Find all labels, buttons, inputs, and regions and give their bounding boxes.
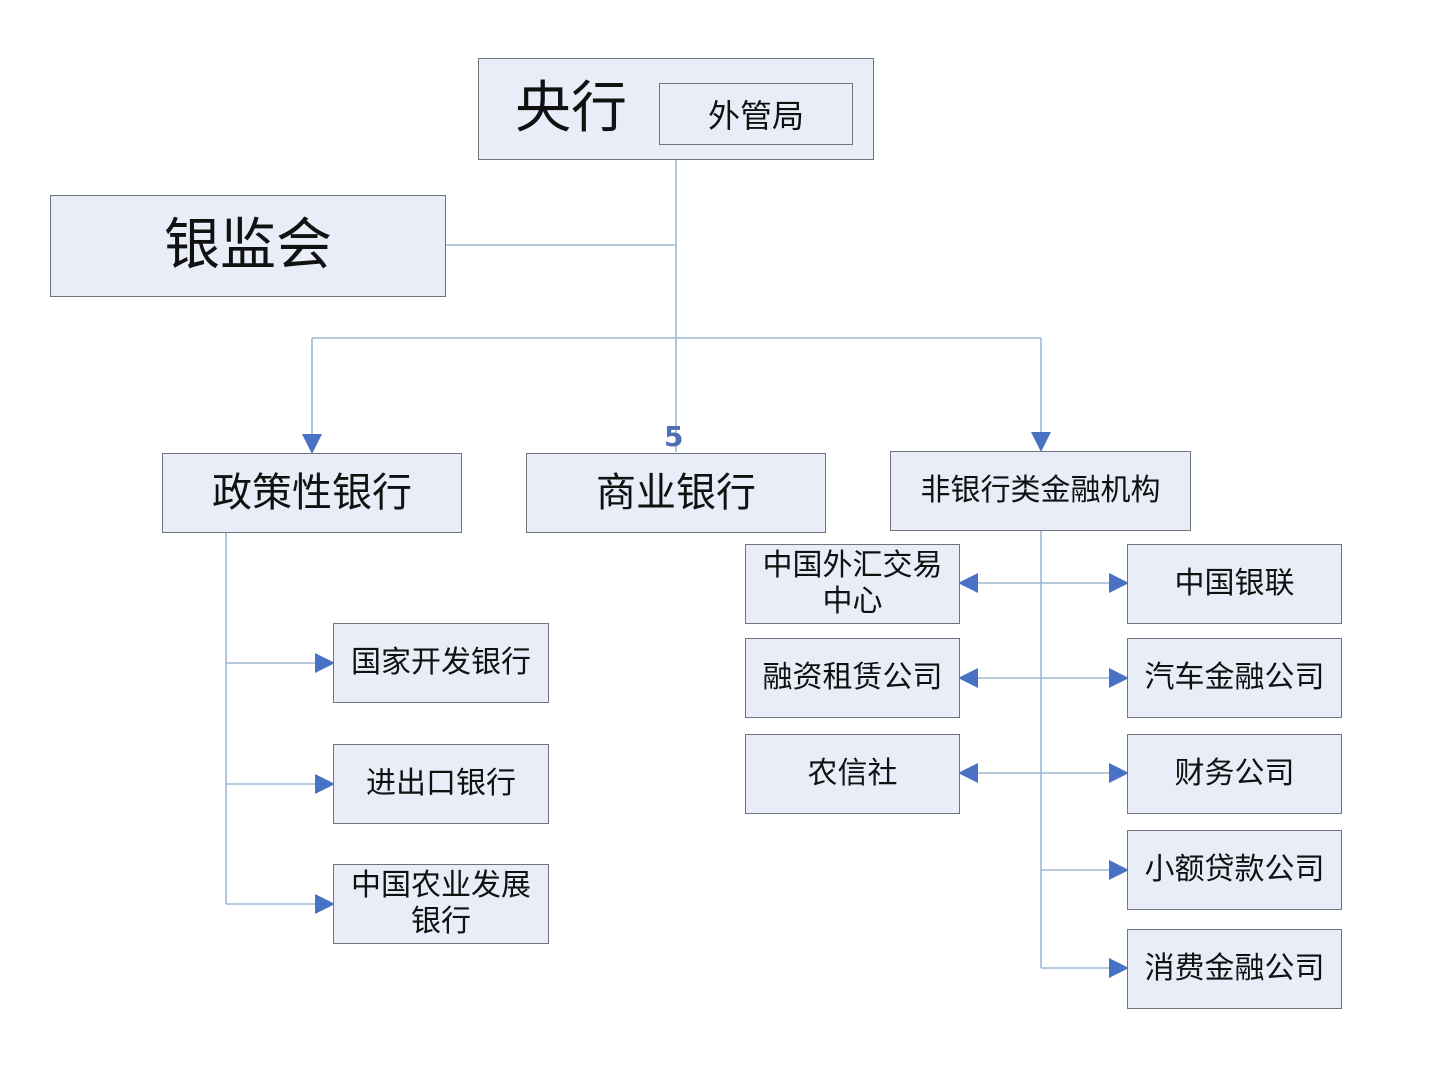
cfets-label-line1: 中国外汇交易 — [762, 548, 943, 583]
adbc-label-line2: 银行 — [411, 904, 471, 939]
rcc-label: 农信社 — [807, 756, 898, 791]
leasing-label: 融资租赁公司 — [762, 660, 943, 695]
consumer-finance-box: 消费金融公司 — [1127, 929, 1342, 1009]
cbrc-box: 银监会 — [50, 195, 446, 297]
rcc-box: 农信社 — [745, 734, 960, 814]
auto-finance-label: 汽车金融公司 — [1144, 660, 1325, 695]
exim-box: 进出口银行 — [333, 744, 549, 824]
microloan-label: 小额贷款公司 — [1144, 852, 1325, 887]
central-bank-label: 央行 — [515, 76, 627, 142]
cdb-label: 国家开发银行 — [351, 645, 531, 680]
cdb-box: 国家开发银行 — [333, 623, 549, 703]
leasing-box: 融资租赁公司 — [745, 638, 960, 718]
unionpay-box: 中国银联 — [1127, 544, 1342, 624]
cfets-label-line2: 中心 — [822, 584, 883, 619]
microloan-box: 小额贷款公司 — [1127, 830, 1342, 910]
policy-banks-box: 政策性银行 — [162, 453, 462, 533]
commercial-banks-label: 商业银行 — [596, 470, 756, 516]
page-number: 5 — [664, 420, 684, 453]
commercial-banks-box: 商业银行 — [526, 453, 826, 533]
cbrc-label: 银监会 — [164, 213, 332, 279]
cfets-box: 中国外汇交易 中心 — [745, 544, 960, 624]
non-bank-label: 非银行类金融机构 — [920, 473, 1161, 508]
policy-banks-label: 政策性银行 — [212, 470, 412, 516]
adbc-label-line1: 中国农业发展 — [351, 868, 531, 903]
forex-admin-box: 外管局 — [659, 83, 853, 145]
finance-co-label: 财务公司 — [1174, 756, 1295, 791]
forex-admin-label: 外管局 — [707, 97, 804, 135]
adbc-box: 中国农业发展 银行 — [333, 864, 549, 944]
finance-co-box: 财务公司 — [1127, 734, 1342, 814]
auto-finance-box: 汽车金融公司 — [1127, 638, 1342, 718]
consumer-finance-label: 消费金融公司 — [1144, 951, 1325, 986]
exim-label: 进出口银行 — [366, 766, 516, 801]
non-bank-box: 非银行类金融机构 — [890, 451, 1191, 531]
unionpay-label: 中国银联 — [1174, 566, 1295, 601]
